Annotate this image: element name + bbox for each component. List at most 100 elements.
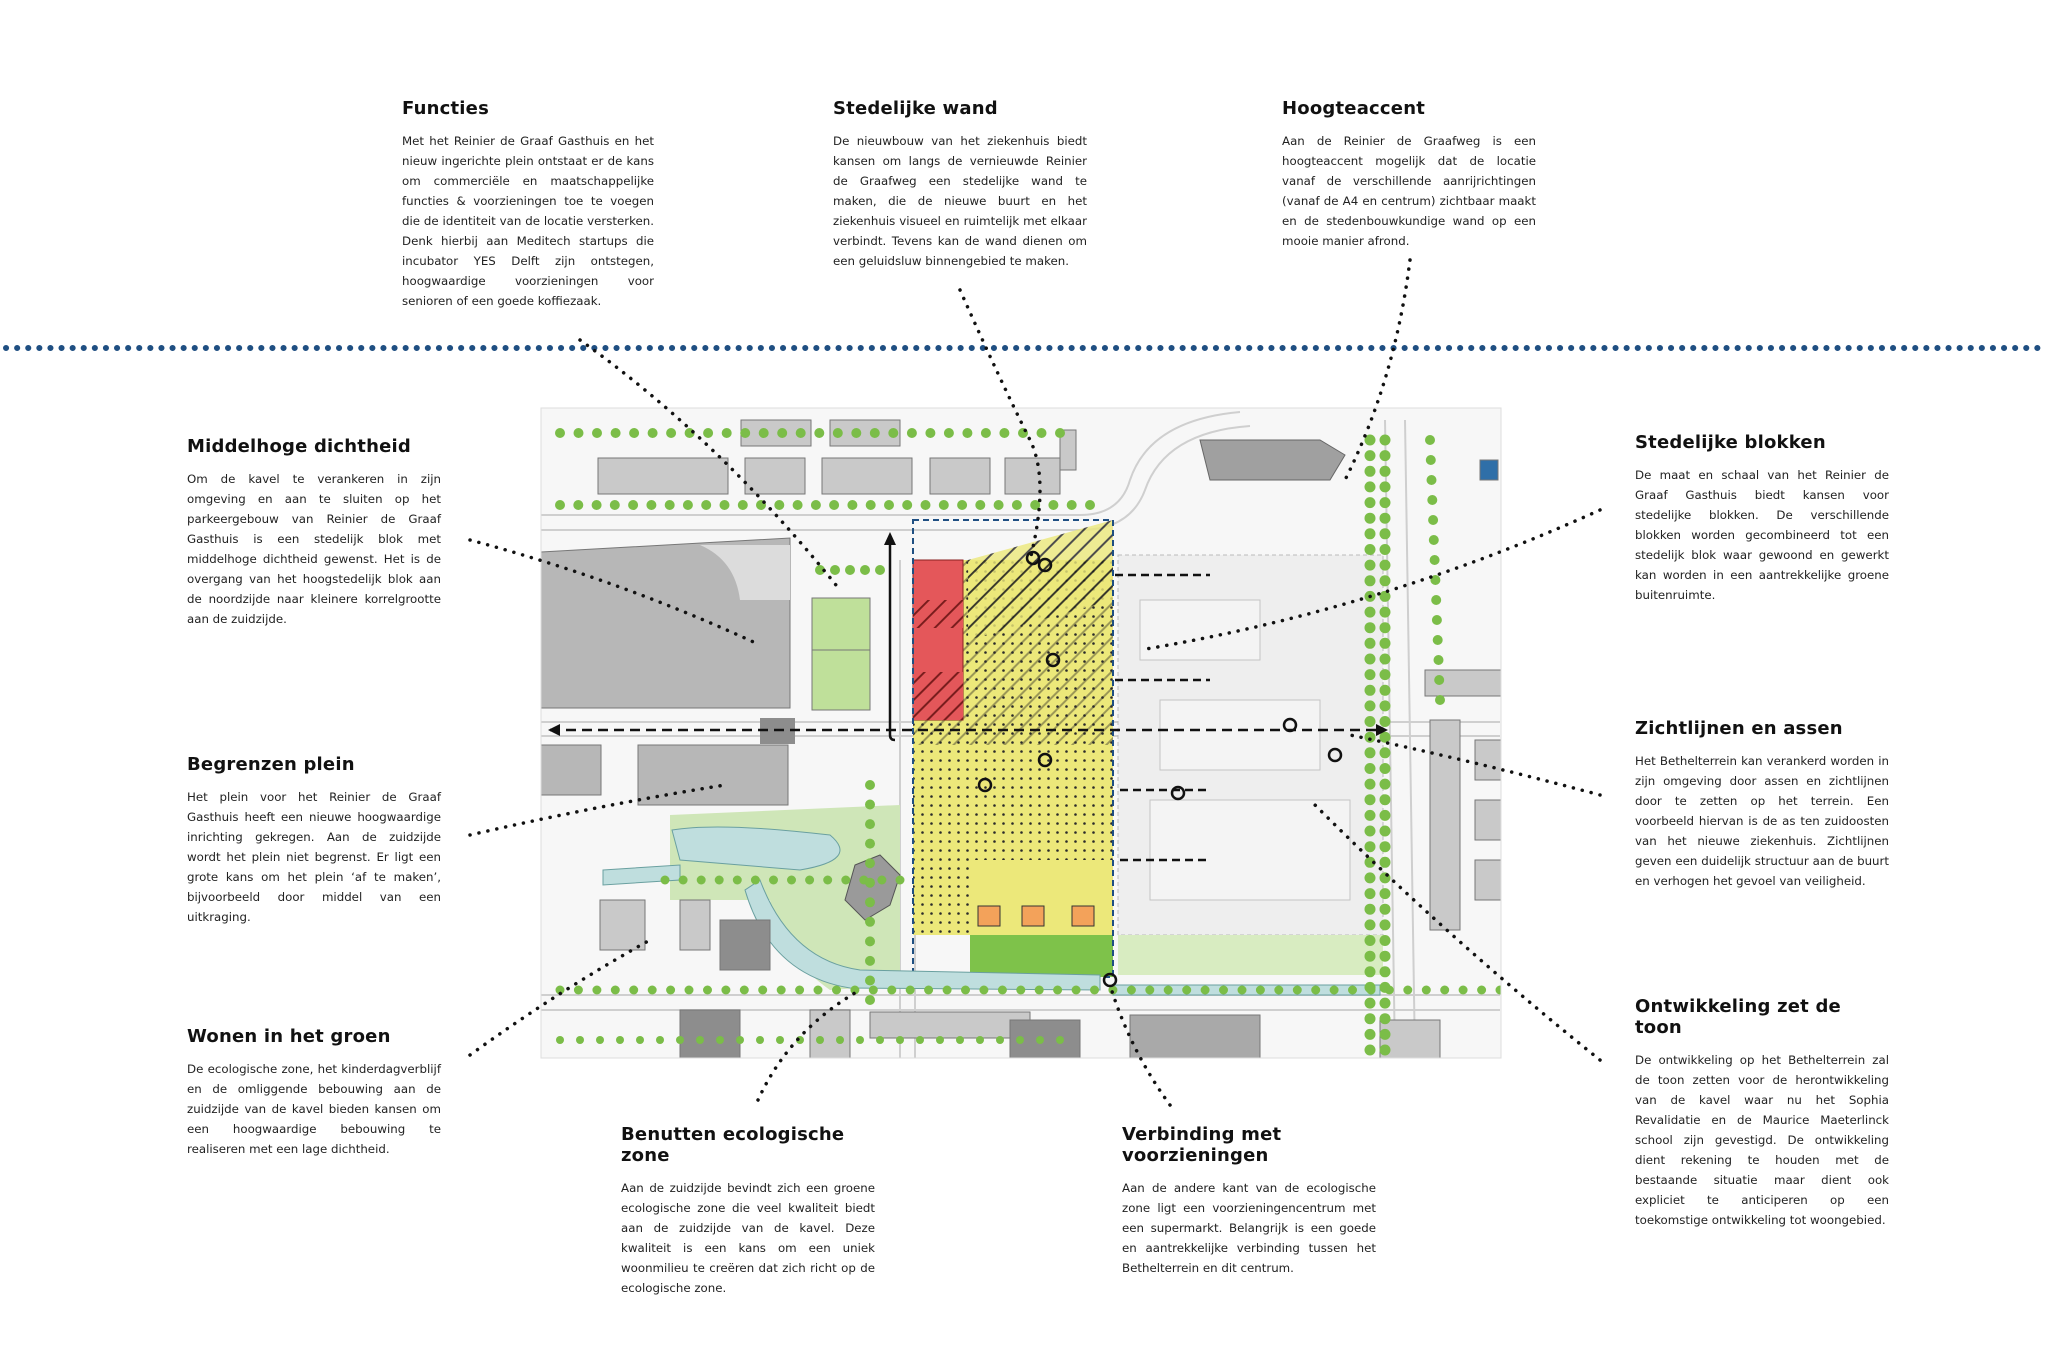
tree [1364, 590, 1376, 602]
tree [1379, 465, 1391, 477]
block-text: De ecologische zone, het kinderdagverbli… [187, 1062, 441, 1156]
tree [1274, 985, 1284, 995]
tree [573, 500, 584, 510]
block-title: Wonen in het groen [187, 1026, 391, 1047]
tree [795, 985, 805, 995]
tree [1379, 1044, 1391, 1056]
tree [1364, 1013, 1376, 1025]
tree [592, 985, 602, 995]
tree [664, 500, 675, 510]
tree [684, 985, 694, 995]
block-text: Het plein voor het Reinier de Graaf Gast… [187, 790, 441, 924]
tree [805, 875, 815, 885]
tree [1016, 985, 1026, 995]
tree [1379, 669, 1391, 681]
tree [1379, 1028, 1391, 1040]
tree [740, 428, 751, 438]
tree [1379, 778, 1391, 790]
tree [830, 565, 840, 575]
tree [1366, 985, 1376, 995]
tree [823, 875, 833, 885]
tree [860, 565, 870, 575]
tree [1364, 950, 1376, 962]
block-zichtlijnen-en-assen: Zichtlijnen en assen Het Bethelterrein k… [1635, 718, 1889, 891]
tree [815, 565, 825, 575]
tree [1379, 653, 1391, 665]
tree [1034, 985, 1044, 995]
tree [1036, 428, 1047, 438]
tree [847, 500, 858, 510]
development-site [912, 519, 1114, 978]
tree [865, 916, 875, 927]
tree [1379, 528, 1391, 540]
tree [868, 985, 878, 995]
tree [962, 428, 973, 438]
tree [1379, 512, 1391, 524]
tree [1364, 512, 1376, 524]
tree [1364, 747, 1376, 759]
tree [1435, 695, 1445, 705]
tree [610, 428, 621, 438]
tree [1458, 985, 1468, 995]
tree [976, 1036, 984, 1044]
tree [1364, 1028, 1376, 1040]
block-text: Aan de Reinier de Graafweg is een hoogte… [1282, 134, 1536, 248]
tree [1379, 966, 1391, 978]
tree [1428, 515, 1439, 525]
tree [1379, 684, 1391, 696]
tree [732, 875, 742, 885]
tree [678, 875, 688, 885]
tree [1364, 825, 1376, 837]
tree [1431, 595, 1442, 605]
tree [1071, 985, 1081, 995]
block-title: Ontwikkeling zet de toon [1635, 996, 1841, 1038]
tree [750, 875, 760, 885]
tree [1053, 985, 1063, 995]
tree [1292, 985, 1302, 995]
tree [1379, 935, 1391, 946]
tree [1433, 655, 1444, 665]
tree [1364, 450, 1376, 462]
tree [1379, 888, 1391, 900]
tree [769, 875, 778, 885]
tree [1145, 985, 1155, 995]
tree [756, 500, 766, 510]
tree [1427, 495, 1438, 505]
tree [1379, 841, 1391, 853]
tree [1364, 794, 1376, 806]
block-title: Begrenzen plein [187, 754, 355, 775]
tree [1200, 985, 1210, 995]
tree [1329, 985, 1339, 995]
tree [629, 985, 639, 995]
tree [609, 500, 620, 510]
tree [1364, 575, 1376, 587]
tree [1379, 856, 1391, 868]
tree [616, 1036, 624, 1044]
tree [1056, 1036, 1064, 1044]
tree [1384, 985, 1394, 995]
tree [865, 955, 875, 966]
tree [629, 428, 640, 438]
tree [887, 985, 897, 995]
tree [1431, 615, 1442, 625]
tree [832, 428, 843, 438]
block-title: Stedelijke wand [833, 98, 998, 119]
tree [555, 428, 565, 438]
tree [1429, 555, 1440, 565]
tree [1379, 763, 1391, 774]
tree [696, 1036, 704, 1044]
tree [776, 1036, 784, 1044]
tree [795, 428, 806, 438]
tree [1364, 919, 1376, 931]
tree [647, 428, 658, 438]
tree [736, 1036, 744, 1044]
tree [925, 428, 936, 438]
block-title: Functies [402, 98, 489, 119]
tree [1090, 985, 1099, 995]
block-text: Met het Reinier de Graaf Gasthuis en het… [402, 134, 654, 308]
tree [1425, 455, 1436, 465]
tree [721, 985, 731, 995]
tree [756, 1036, 764, 1044]
tree [1379, 950, 1391, 962]
tree [814, 428, 825, 438]
